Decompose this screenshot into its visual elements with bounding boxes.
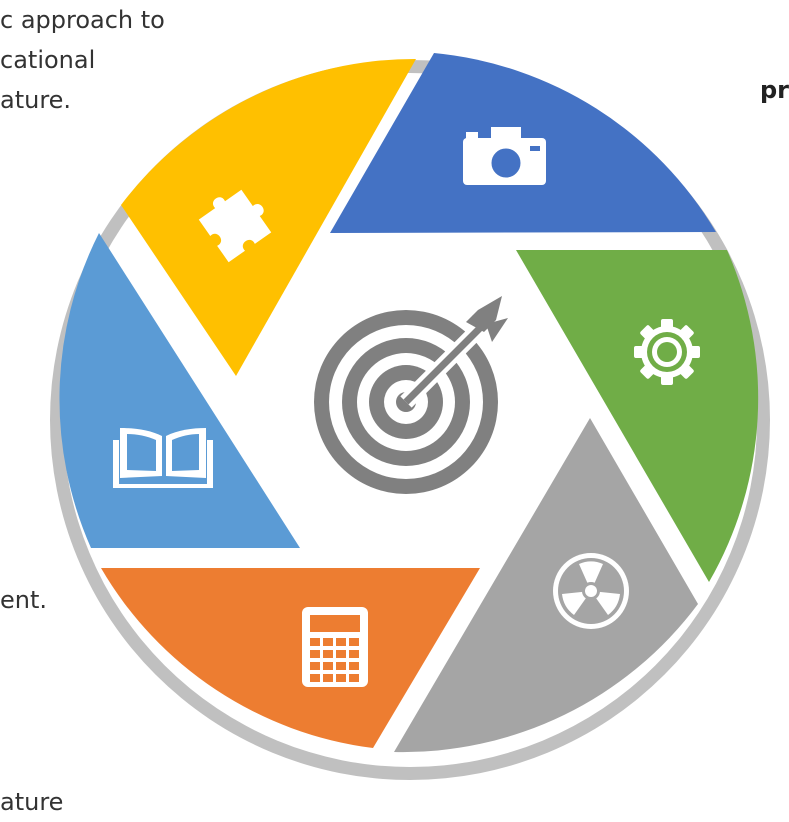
camera-icon (463, 127, 546, 185)
text-line-3: ature. (0, 86, 72, 114)
segment-radiation (394, 418, 698, 753)
segment-calculator (101, 568, 480, 748)
shutter-diagram (50, 53, 770, 780)
puzzle-icon (198, 189, 272, 263)
text-line-1: c approach to (0, 6, 165, 34)
text-line-4: ent. (0, 586, 48, 614)
segment-puzzle (121, 58, 416, 376)
segment-book (59, 233, 300, 548)
radiation-icon (553, 553, 629, 629)
target-arrow-icon (314, 296, 508, 494)
right-text-fragment: pr (760, 76, 789, 104)
segment-settings (516, 250, 759, 582)
gear-icon (634, 319, 700, 385)
book-icon (113, 428, 213, 488)
text-line-2: cational (0, 46, 96, 74)
calculator-icon (302, 607, 368, 687)
